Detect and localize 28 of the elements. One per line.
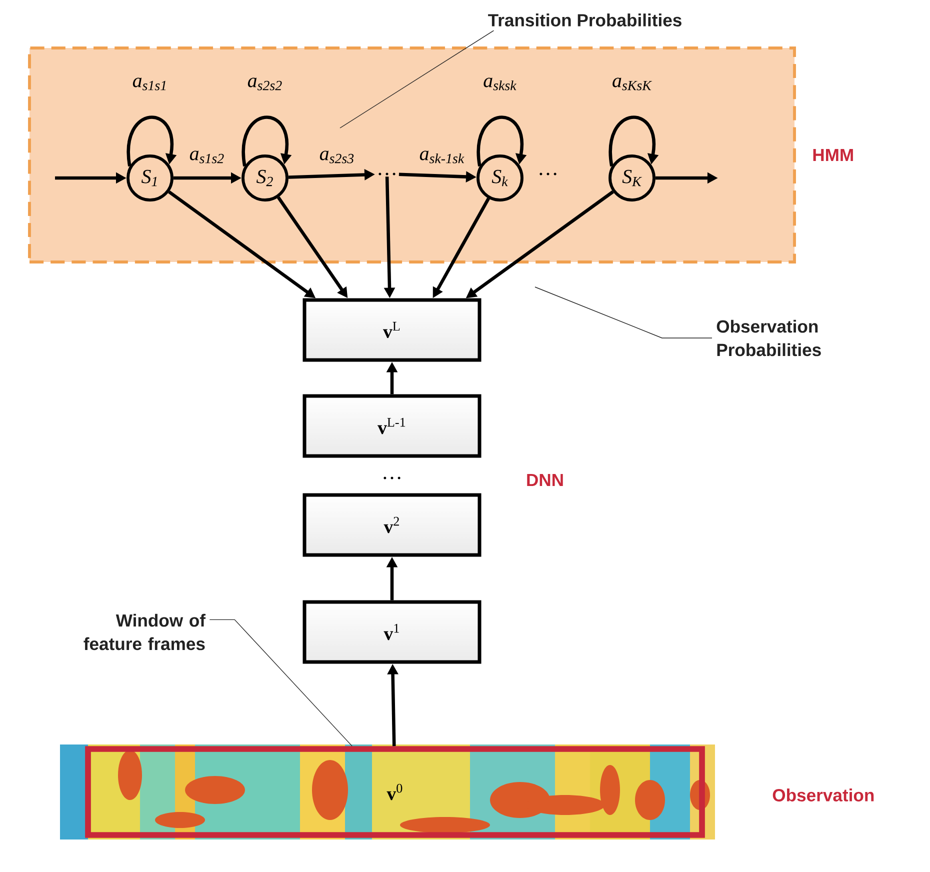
layer-box: v$^{1}$ [302, 600, 482, 664]
callout-text: Window of feature frames [84, 614, 206, 650]
leader-line [209, 619, 352, 746]
edge-label: a$_{sksk}$ [482, 76, 518, 92]
edge-label: a$_{s2s2}$ [246, 76, 284, 92]
self-loop-arrow [608, 116, 659, 166]
observation-label: Observation [772, 788, 874, 802]
callout-text: Transition Probabilities [488, 14, 682, 26]
edge-label: a$_{sk-1sk}$ [418, 150, 466, 164]
self-loop-arrow [242, 116, 292, 166]
edge-label: a$_{s1s1}$ [131, 76, 169, 92]
edge-label: a$_{s1s2}$ [188, 150, 226, 164]
callout-text: Observation Probabilities [716, 320, 821, 356]
feature-window: v$^{0}$ [85, 746, 705, 838]
ellipsis: … [384, 476, 400, 480]
node-label: HMM [813, 148, 853, 162]
edge-label: a$_{sKsK}$ [610, 76, 654, 92]
ellipsis: … [540, 172, 556, 176]
edge-label: a$_{s2s3}$ [318, 150, 356, 164]
layer-box: v$^{L}$ [302, 298, 482, 362]
ellipsis: … [378, 172, 396, 176]
leader-line [534, 286, 712, 338]
layer-box: v$^{L-1}$ [302, 394, 482, 458]
section-label: DNN [527, 474, 563, 486]
self-loop-arrow [126, 116, 177, 166]
leader-line [340, 30, 494, 128]
layer-box: v$^{2}$ [302, 493, 482, 557]
self-loop-arrow [476, 116, 527, 166]
